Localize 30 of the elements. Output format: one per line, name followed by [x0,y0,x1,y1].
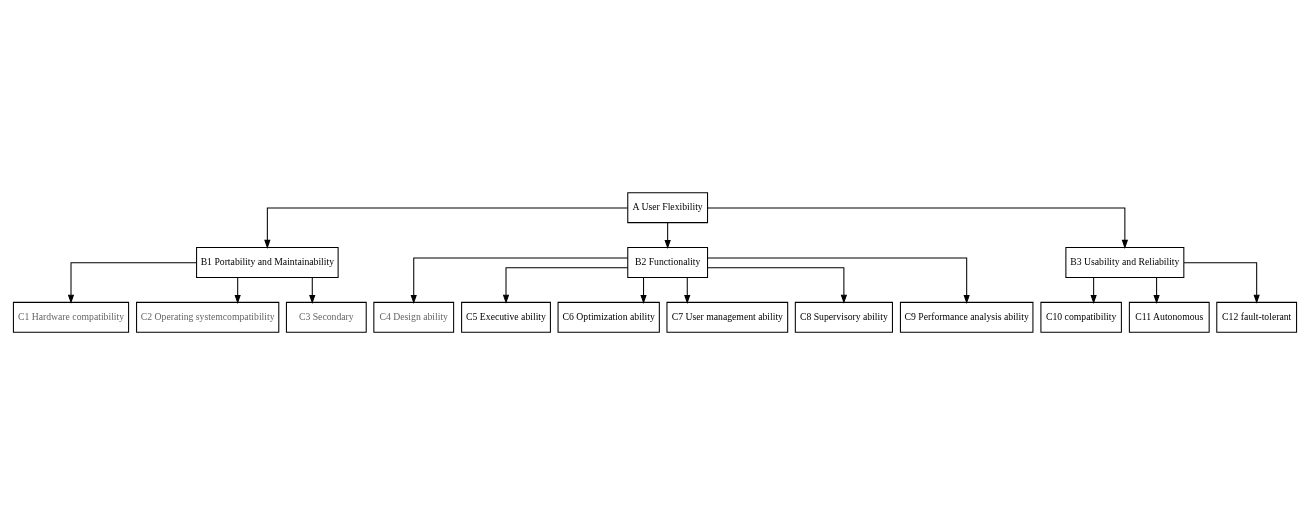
arrow [309,276,316,304]
node-box: C6 Optimization ability [557,301,660,333]
node-box: C12 fault-tolerant [1216,301,1298,333]
arrow [1153,276,1160,304]
node-box: C7 User management ability [666,301,789,333]
arrow [1090,276,1097,304]
arrow [684,276,691,304]
arrow [264,207,629,249]
node-box: B2 Functionality [627,247,709,278]
arrow [640,276,647,304]
arrow [707,257,970,304]
node-box: C11 Autonomous [1128,301,1210,333]
arrow [1183,262,1260,304]
arrow [67,262,197,304]
node-box: C8 Supervisory ability [794,301,893,333]
node-box: A User Flexibility [627,192,709,224]
node-box: B3 Usability and Reliability [1065,247,1185,278]
node-box: C3 Secondary [285,301,367,333]
arrow [707,207,1129,249]
node-box: C2 Operating systemcompatibility [136,301,280,333]
node-box: C4 Design ability [373,301,455,333]
node-box: C10 compatibility [1040,301,1122,333]
node-box: B1 Portability and Maintainability [196,247,339,278]
arrow [234,276,241,304]
node-box: C1 Hardware compatibility [12,301,130,333]
node-box: C9 Performance analysis ability [899,301,1034,333]
node-box: C5 Executive ability [461,301,551,333]
arrow [707,267,848,304]
arrow [410,257,629,304]
arrow [502,267,629,304]
